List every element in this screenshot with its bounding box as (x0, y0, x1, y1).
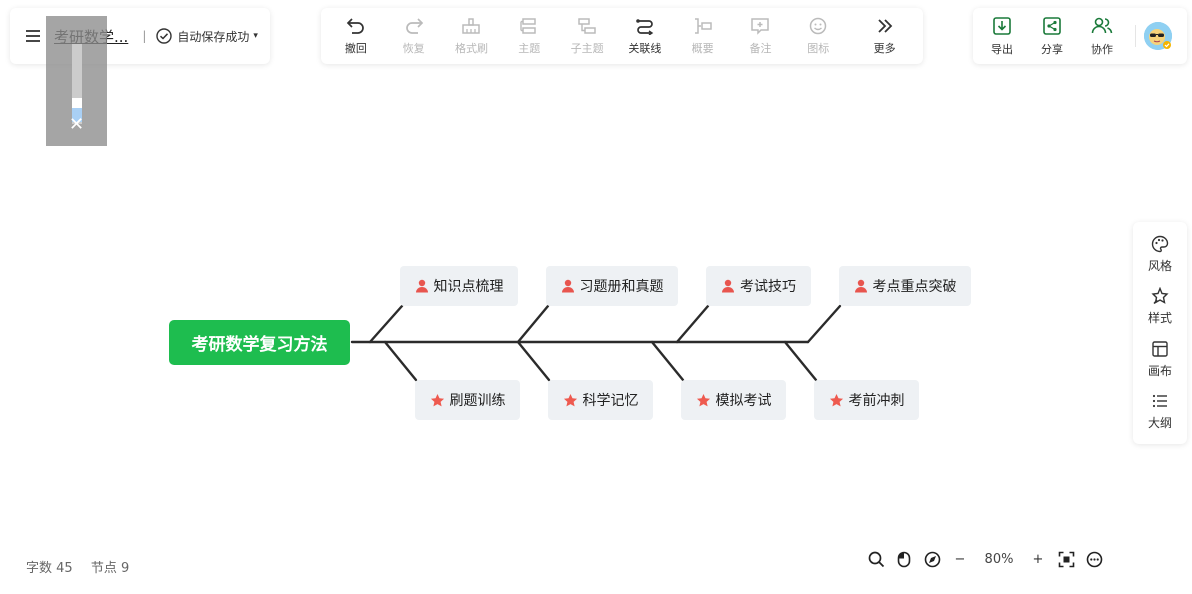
root-node[interactable]: 考研数学复习方法 (169, 320, 350, 365)
zoom-bar: − 80% + (862, 546, 1108, 572)
format-style-button[interactable]: 样式 (1148, 287, 1172, 326)
side-panel: 风格 样式 画布 大纲 (1133, 222, 1187, 444)
topic-button[interactable]: 主题 (500, 8, 558, 64)
export-button[interactable]: 导出 (977, 16, 1027, 57)
search-button[interactable] (862, 546, 890, 572)
emoji-button[interactable]: 图标 (789, 8, 847, 64)
collab-button[interactable]: 协作 (1077, 16, 1127, 57)
zoom-slider-overlay: ✕ (46, 16, 107, 146)
branch-line-bottom-1 (383, 340, 418, 382)
star-icon (430, 393, 444, 406)
mouse-icon (897, 551, 911, 567)
branch-line-top-4 (806, 304, 842, 344)
note-button[interactable]: 备注 (732, 8, 790, 64)
avatar[interactable] (1144, 22, 1172, 50)
format-brush-icon (462, 17, 481, 34)
export-icon (993, 16, 1011, 35)
list-icon (1152, 395, 1167, 408)
summary-button[interactable]: 概要 (674, 8, 732, 64)
share-icon (1043, 16, 1061, 35)
person-icon (415, 279, 428, 293)
relation-line-icon (636, 18, 654, 35)
branch-line-top-2 (516, 304, 550, 344)
star-icon (563, 393, 577, 406)
person-icon (854, 279, 867, 293)
close-icon[interactable]: ✕ (68, 114, 85, 135)
redo-icon (405, 17, 423, 34)
zoom-in-button[interactable]: + (1032, 551, 1044, 567)
branch-node-bottom-2[interactable]: 科学记忆 (548, 380, 653, 420)
zoom-slider-fill (72, 108, 82, 122)
redo-button[interactable]: 恢复 (385, 8, 443, 64)
branch-node-top-3[interactable]: 考试技巧 (706, 266, 811, 306)
chevrons-right-icon (878, 18, 892, 33)
subtopic-icon (578, 17, 596, 34)
locate-button[interactable] (918, 546, 946, 572)
save-status[interactable]: 自动保存成功 ▾ (156, 28, 258, 45)
branch-line-bottom-4 (783, 340, 818, 382)
person-icon (722, 279, 734, 293)
palette-icon (1151, 235, 1169, 252)
undo-icon (346, 17, 364, 34)
zoom-level: 80% (984, 551, 1014, 567)
zoom-slider-track[interactable] (72, 44, 82, 124)
undo-button[interactable]: 撤回 (327, 8, 385, 64)
main-toolbar: 撤回 恢复 格式刷 主题 子主题 关联线 概要 备注 图标 更多 (321, 8, 923, 64)
branch-node-top-1[interactable]: 知识点梳理 (400, 266, 518, 306)
zoom-out-button[interactable]: − (954, 551, 966, 567)
summary-icon (694, 17, 712, 34)
menu-icon[interactable] (24, 27, 42, 45)
style-theme-button[interactable]: 风格 (1148, 235, 1172, 274)
person-icon (561, 279, 574, 293)
caret-down-icon: ▾ (253, 31, 258, 41)
mouse-mode-button[interactable] (890, 546, 918, 572)
subtopic-button[interactable]: 子主题 (558, 8, 616, 64)
title-separator: | (142, 29, 147, 43)
avatar-sunglasses-icon (1144, 22, 1172, 50)
note-icon (751, 17, 770, 35)
compass-icon (924, 551, 940, 567)
branch-node-top-2[interactable]: 习题册和真题 (546, 266, 678, 306)
branch-node-top-4[interactable]: 考点重点突破 (839, 266, 971, 306)
branch-node-bottom-3[interactable]: 模拟考试 (681, 380, 786, 420)
branch-line-top-3 (675, 304, 710, 344)
more-options-button[interactable] (1080, 546, 1108, 572)
relation-line-button[interactable]: 关联线 (616, 8, 674, 64)
more-button[interactable]: 更多 (847, 8, 922, 64)
layout-icon (1152, 341, 1168, 357)
branch-line-bottom-2 (516, 340, 551, 382)
word-count: 字数 45 (26, 561, 73, 576)
share-button[interactable]: 分享 (1027, 16, 1077, 57)
star-icon (696, 393, 710, 406)
branch-line-top-1 (368, 304, 404, 344)
canvas-button[interactable]: 画布 (1148, 340, 1172, 379)
fit-screen-button[interactable] (1052, 546, 1080, 572)
status-bar: 字数 45 节点 9 (26, 557, 143, 576)
format-brush-button[interactable]: 格式刷 (443, 8, 501, 64)
fit-screen-icon (1058, 551, 1074, 567)
topic-icon (520, 17, 537, 34)
pin-star-icon (1151, 287, 1169, 305)
zoom-slider-thumb[interactable] (72, 98, 82, 108)
branch-line-bottom-3 (650, 340, 685, 382)
right-action-panel: 导出 分享 协作 (973, 8, 1187, 64)
emoji-icon (810, 17, 827, 34)
toolbar-divider (1135, 25, 1136, 47)
save-status-text: 自动保存成功 (177, 29, 250, 44)
users-icon (1091, 17, 1113, 33)
branch-node-bottom-1[interactable]: 刷题训练 (415, 380, 520, 420)
node-count: 节点 9 (90, 561, 130, 576)
search-icon (868, 551, 884, 567)
outline-button[interactable]: 大纲 (1148, 392, 1172, 431)
branch-node-bottom-4[interactable]: 考前冲刺 (814, 380, 919, 420)
check-circle-icon (156, 28, 173, 44)
star-icon (829, 393, 843, 406)
more-dots-icon (1086, 551, 1102, 567)
